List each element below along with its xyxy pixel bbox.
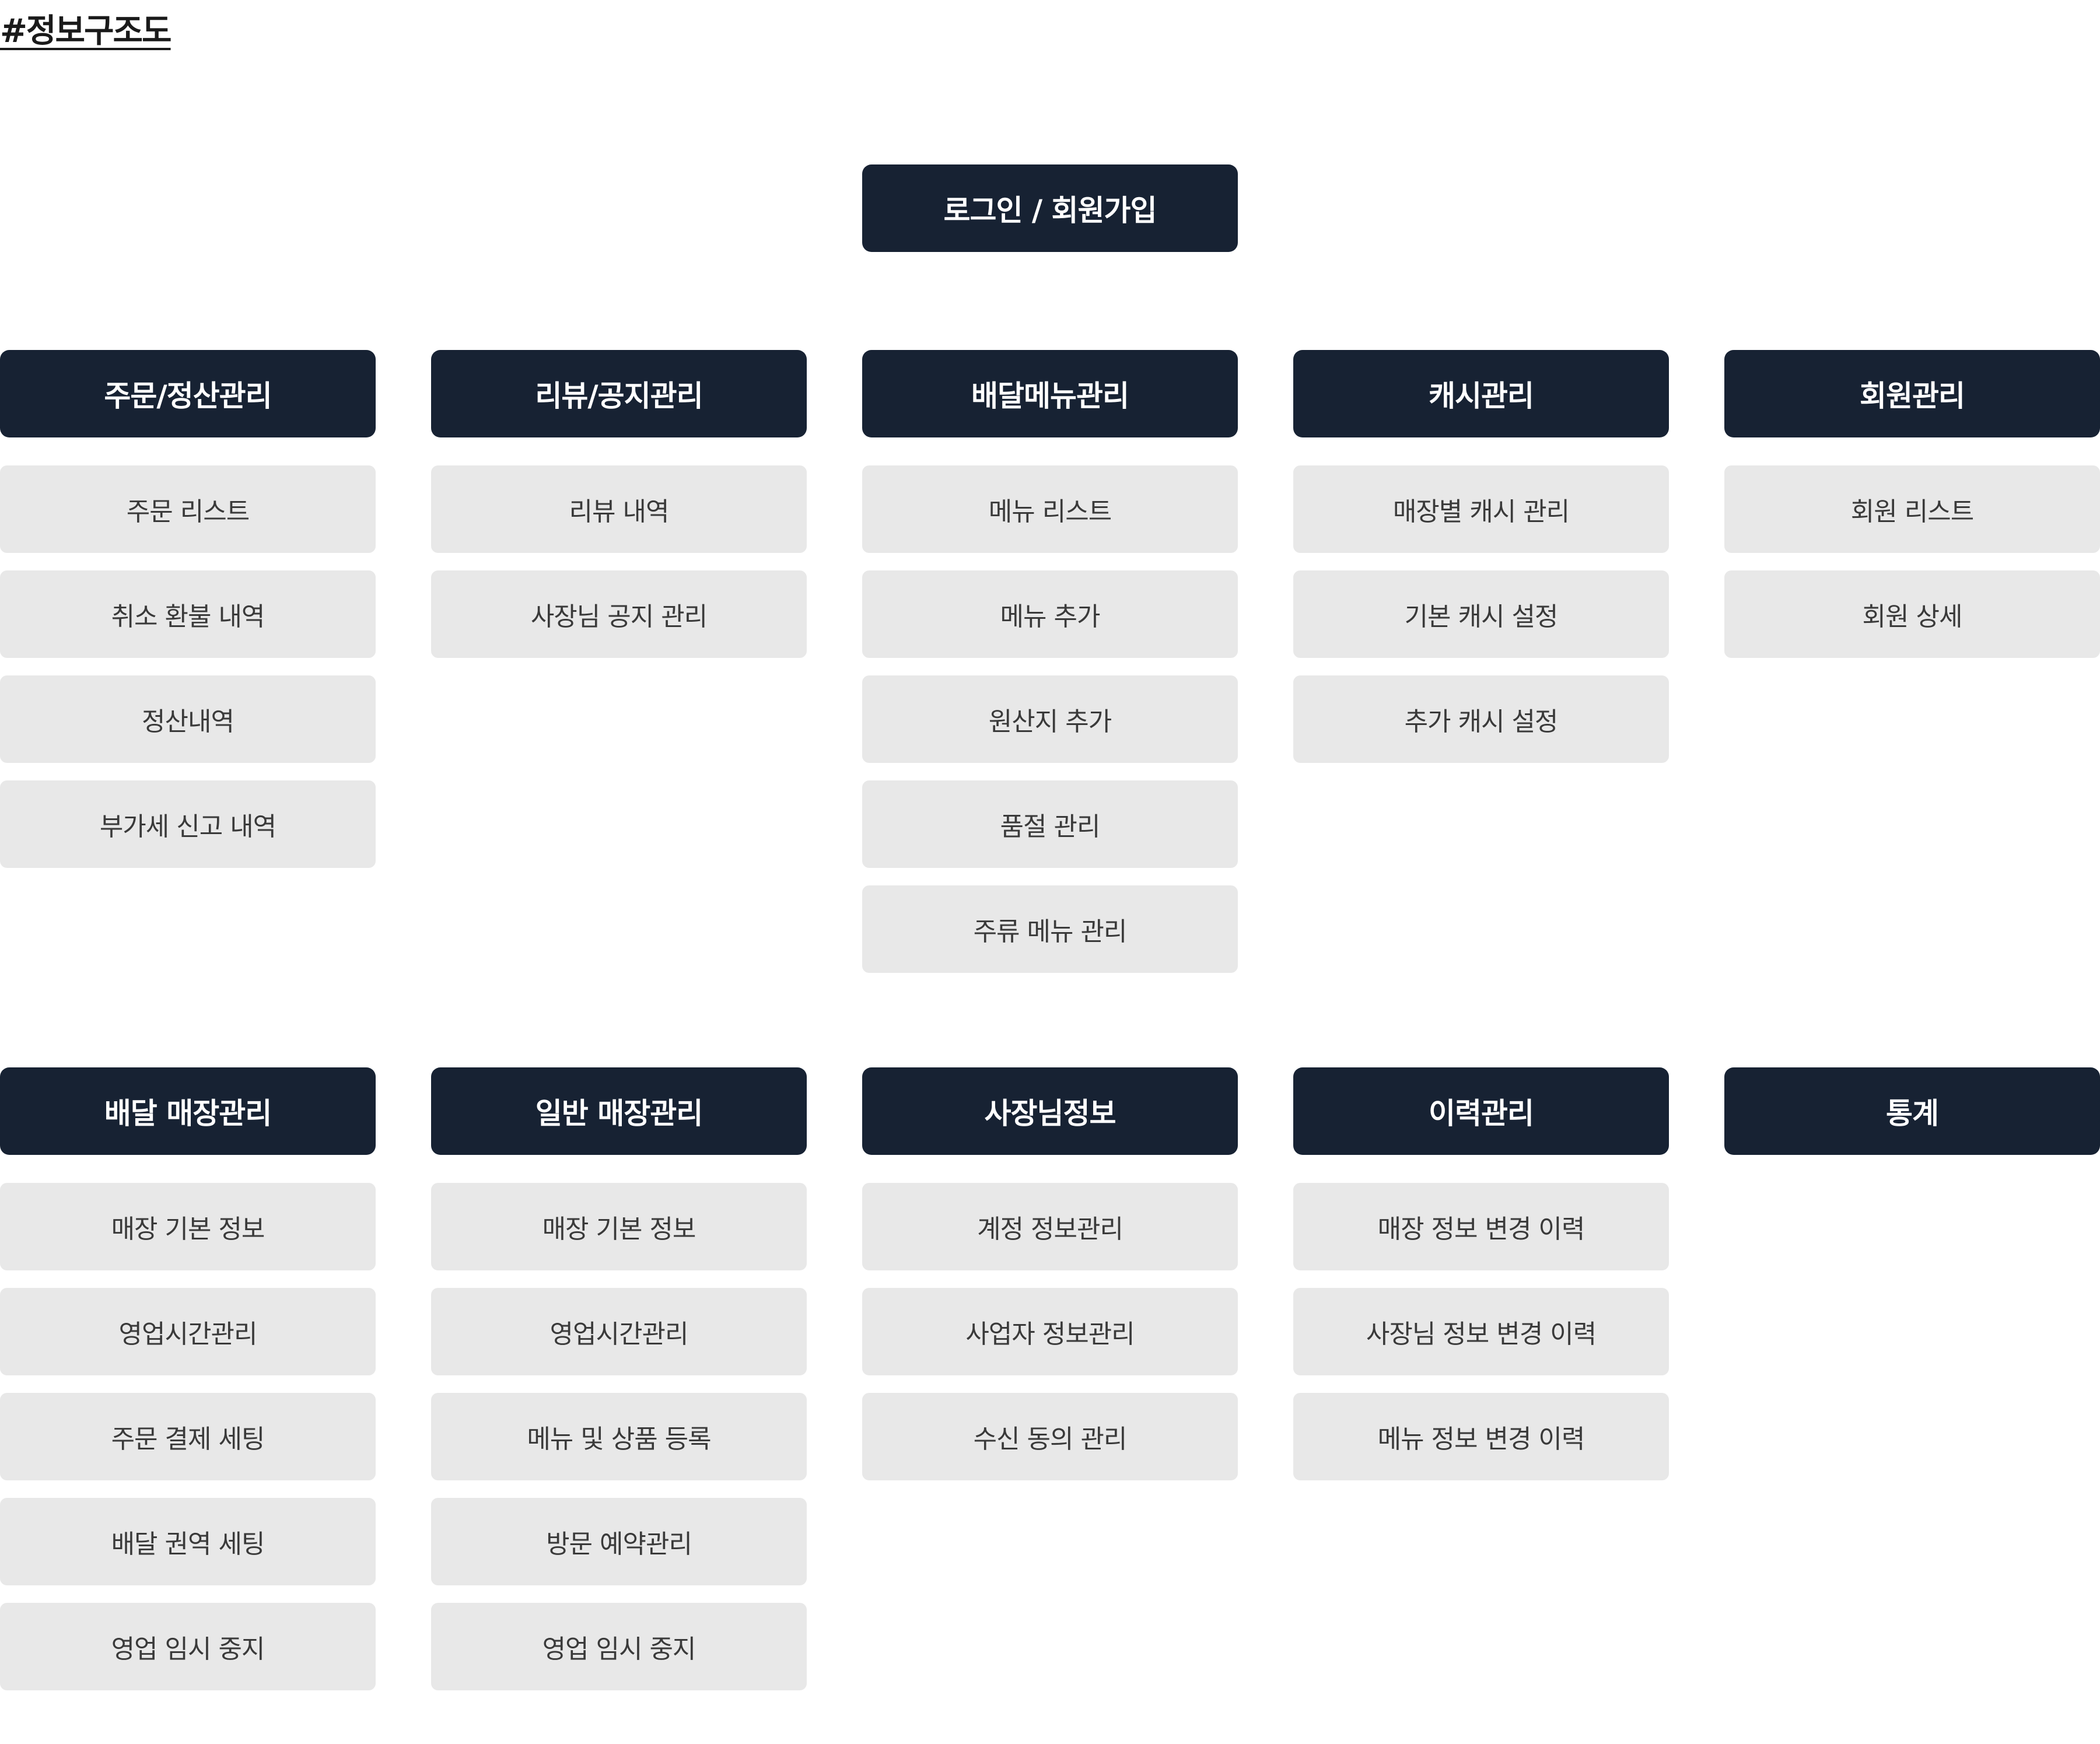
menu-item[interactable]: 메뉴 및 상품 등록	[431, 1393, 807, 1480]
menu-item[interactable]: 주문 결제 세팅	[0, 1393, 376, 1480]
menu-item[interactable]: 부가세 신고 내역	[0, 780, 376, 868]
menu-item[interactable]: 사장님 정보 변경 이력	[1293, 1288, 1669, 1375]
category-column: 통계	[1724, 1067, 2100, 1183]
menu-item[interactable]: 취소 환불 내역	[0, 570, 376, 658]
menu-item[interactable]: 메뉴 리스트	[862, 465, 1238, 553]
menu-item[interactable]: 정산내역	[0, 675, 376, 763]
category-header[interactable]: 배달메뉴관리	[862, 350, 1238, 437]
menu-item[interactable]: 매장 기본 정보	[0, 1183, 376, 1270]
menu-item[interactable]: 주문 리스트	[0, 465, 376, 553]
root-node-login-signup[interactable]: 로그인 / 회원가입	[862, 164, 1238, 252]
menu-item[interactable]: 계정 정보관리	[862, 1183, 1238, 1270]
page-title: #정보구조도	[0, 12, 172, 50]
menu-item[interactable]: 메뉴 추가	[862, 570, 1238, 658]
category-header[interactable]: 배달 매장관리	[0, 1067, 376, 1155]
menu-item[interactable]: 배달 권역 세팅	[0, 1498, 376, 1585]
menu-item[interactable]: 주류 메뉴 관리	[862, 885, 1238, 973]
menu-item[interactable]: 회원 리스트	[1724, 465, 2100, 553]
menu-item[interactable]: 영업시간관리	[0, 1288, 376, 1375]
menu-item[interactable]: 기본 캐시 설정	[1293, 570, 1669, 658]
menu-item[interactable]: 사업자 정보관리	[862, 1288, 1238, 1375]
menu-item[interactable]: 메뉴 정보 변경 이력	[1293, 1393, 1669, 1480]
menu-item[interactable]: 추가 캐시 설정	[1293, 675, 1669, 763]
menu-item[interactable]: 사장님 공지 관리	[431, 570, 807, 658]
menu-item[interactable]: 리뷰 내역	[431, 465, 807, 553]
menu-item[interactable]: 영업 임시 중지	[431, 1603, 807, 1690]
menu-item[interactable]: 품절 관리	[862, 780, 1238, 868]
menu-item[interactable]: 매장별 캐시 관리	[1293, 465, 1669, 553]
menu-item[interactable]: 영업 임시 중지	[0, 1603, 376, 1690]
menu-item[interactable]: 영업시간관리	[431, 1288, 807, 1375]
category-header[interactable]: 주문/정산관리	[0, 350, 376, 437]
menu-item[interactable]: 매장 정보 변경 이력	[1293, 1183, 1669, 1270]
category-header[interactable]: 사장님정보	[862, 1067, 1238, 1155]
category-header[interactable]: 캐시관리	[1293, 350, 1669, 437]
menu-item[interactable]: 매장 기본 정보	[431, 1183, 807, 1270]
menu-item[interactable]: 원산지 추가	[862, 675, 1238, 763]
category-header[interactable]: 일반 매장관리	[431, 1067, 807, 1155]
menu-item[interactable]: 회원 상세	[1724, 570, 2100, 658]
menu-item[interactable]: 방문 예약관리	[431, 1498, 807, 1585]
category-header[interactable]: 통계	[1724, 1067, 2100, 1155]
category-header[interactable]: 리뷰/공지관리	[431, 350, 807, 437]
category-header[interactable]: 이력관리	[1293, 1067, 1669, 1155]
menu-item[interactable]: 수신 동의 관리	[862, 1393, 1238, 1480]
category-header[interactable]: 회원관리	[1724, 350, 2100, 437]
